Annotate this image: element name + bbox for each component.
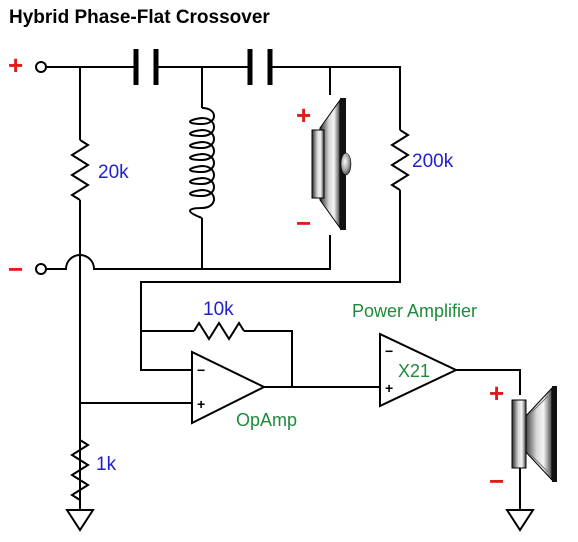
input-minus-sign: − bbox=[8, 254, 23, 284]
opamp-inverting-pin: − bbox=[197, 362, 205, 378]
input-plus-terminal bbox=[35, 61, 47, 73]
woofer-minus-sign: − bbox=[489, 466, 504, 496]
poweramp-noninverting-pin: + bbox=[385, 380, 393, 396]
opamp-noninverting-pin: + bbox=[197, 396, 205, 412]
resistor-10k-label: 10k bbox=[203, 299, 234, 320]
diagram-title: Hybrid Phase-Flat Crossover bbox=[9, 7, 270, 28]
wire-poweramp-to-woofer bbox=[456, 369, 521, 395]
tweeter-minus-sign: − bbox=[296, 208, 311, 238]
resistor-1k-label: 1k bbox=[96, 454, 117, 475]
resistor-20k-label: 20k bbox=[98, 162, 129, 183]
capacitor-1 bbox=[133, 49, 159, 85]
woofer-ground-symbol bbox=[505, 509, 535, 532]
input-plus-sign: + bbox=[8, 50, 23, 80]
opamp-triangle bbox=[191, 350, 267, 425]
capacitor-2 bbox=[247, 49, 273, 85]
woofer-speaker bbox=[511, 386, 557, 482]
tweeter-speaker bbox=[311, 98, 352, 230]
gain-label: X21 bbox=[398, 361, 430, 381]
resistor-200k bbox=[390, 129, 410, 191]
wire-200k-to-opamp bbox=[140, 190, 401, 371]
resistor-10k bbox=[193, 321, 245, 341]
inductor bbox=[189, 107, 215, 219]
wire-10k-right bbox=[244, 330, 293, 387]
input-minus-terminal bbox=[35, 263, 47, 275]
woofer-plus-sign: + bbox=[489, 378, 504, 408]
opamp-label: OpAmp bbox=[236, 410, 297, 430]
resistor-20k bbox=[70, 139, 90, 201]
poweramp-inverting-pin: − bbox=[385, 343, 393, 359]
power-amplifier-label: Power Amplifier bbox=[352, 301, 477, 321]
top-rail-wire bbox=[46, 66, 401, 130]
power-amplifier-triangle bbox=[379, 332, 459, 408]
resistor-200k-label: 200k bbox=[412, 151, 454, 172]
bottom-rail-wire bbox=[46, 235, 331, 270]
tweeter-plus-sign: + bbox=[296, 100, 311, 130]
resistor-1k bbox=[70, 439, 90, 501]
left-ground-symbol bbox=[65, 509, 95, 532]
